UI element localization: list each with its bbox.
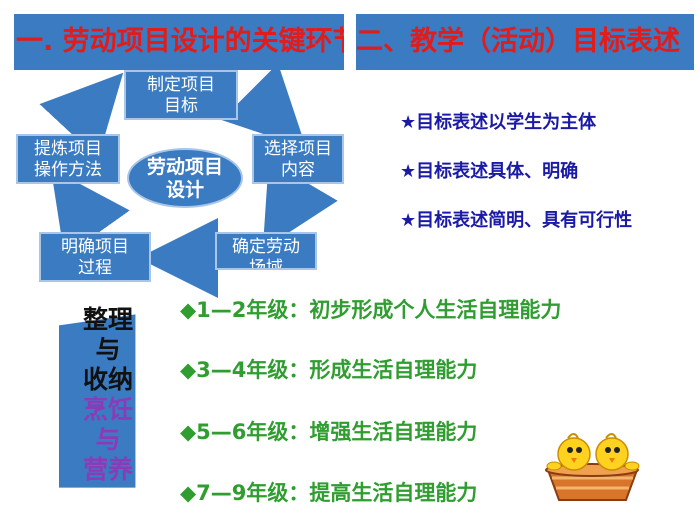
node-determine-site-line1: 确定劳动 bbox=[232, 237, 300, 257]
diamond-icon: ◆ bbox=[180, 358, 197, 382]
side-line-5: 与 bbox=[95, 425, 121, 454]
diamond-icon: ◆ bbox=[180, 298, 197, 322]
node-select-content: 选择项目 内容 bbox=[252, 134, 344, 184]
grade-item-4: ◆7—9年级：提高生活自理能力 bbox=[180, 477, 477, 507]
node-determine-site-line2: 场域 bbox=[249, 258, 283, 270]
side-line-4: 烹饪 bbox=[82, 395, 133, 424]
grade-text-1: 1—2年级：初步形成个人生活自理能力 bbox=[196, 298, 562, 322]
node-clarify-process-line2: 过程 bbox=[78, 258, 112, 278]
chicks-basket-illustration bbox=[545, 433, 640, 501]
side-panel-text: 整理 与 收纳 烹饪 与 营养 bbox=[59, 305, 157, 485]
diamond-icon: ◆ bbox=[180, 420, 197, 444]
side-panel-shape bbox=[59, 314, 136, 488]
grade-text-3: 5—6年级：增强生活自理能力 bbox=[196, 420, 478, 444]
section-one-banner: 一. 劳动项目设计的关键环节 bbox=[14, 14, 344, 70]
section-two-title: 二、教学（活动）目标表述 bbox=[356, 26, 680, 57]
node-set-goals-line1: 制定项目 bbox=[147, 75, 215, 95]
goal-item-3: ★目标表述简明、具有可行性 bbox=[400, 210, 633, 231]
arrow-top-to-right bbox=[221, 63, 307, 149]
cycle-center-line1: 劳动项目 bbox=[146, 156, 223, 178]
node-refine-method-line2: 操作方法 bbox=[34, 160, 102, 180]
node-refine-method: 提炼项目 操作方法 bbox=[16, 134, 120, 184]
node-refine-method-line1: 提炼项目 bbox=[34, 139, 102, 159]
cycle-center: 劳动项目 设计 bbox=[127, 148, 243, 208]
grade-item-2: ◆3—4年级：形成生活自理能力 bbox=[180, 354, 477, 384]
side-line-2: 与 bbox=[95, 335, 121, 364]
arrow-bottom-left-to-left bbox=[50, 168, 130, 257]
grade-item-3: ◆5—6年级：增强生活自理能力 bbox=[180, 416, 477, 446]
node-set-goals: 制定项目 目标 bbox=[124, 70, 238, 120]
diamond-icon: ◆ bbox=[180, 481, 197, 505]
side-line-3: 收纳 bbox=[82, 365, 133, 394]
grade-text-2: 3—4年级：形成生活自理能力 bbox=[196, 358, 478, 382]
side-line-6: 营养 bbox=[82, 455, 133, 484]
node-clarify-process: 明确项目 过程 bbox=[39, 232, 151, 282]
node-set-goals-line2: 目标 bbox=[164, 96, 198, 116]
arrow-right-to-bottom-right bbox=[262, 160, 338, 250]
section-one-title: 一. 劳动项目设计的关键环节 bbox=[16, 26, 344, 57]
cycle-center-line2: 设计 bbox=[165, 179, 204, 201]
goal-item-2: ★目标表述具体、明确 bbox=[400, 161, 579, 182]
node-select-content-line2: 内容 bbox=[281, 160, 315, 180]
arrow-left-to-top bbox=[39, 72, 124, 159]
goal-item-1: ★目标表述以学生为主体 bbox=[400, 112, 597, 133]
side-line-1: 整理 bbox=[82, 305, 133, 334]
node-determine-site: 确定劳动 场域 bbox=[215, 232, 317, 270]
grade-item-1: ◆1—2年级：初步形成个人生活自理能力 bbox=[180, 294, 561, 324]
grade-text-4: 7—9年级：提高生活自理能力 bbox=[196, 481, 478, 505]
node-select-content-line1: 选择项目 bbox=[264, 139, 332, 159]
node-clarify-process-line1: 明确项目 bbox=[61, 237, 129, 257]
section-two-banner: 二、教学（活动）目标表述 bbox=[356, 14, 694, 70]
